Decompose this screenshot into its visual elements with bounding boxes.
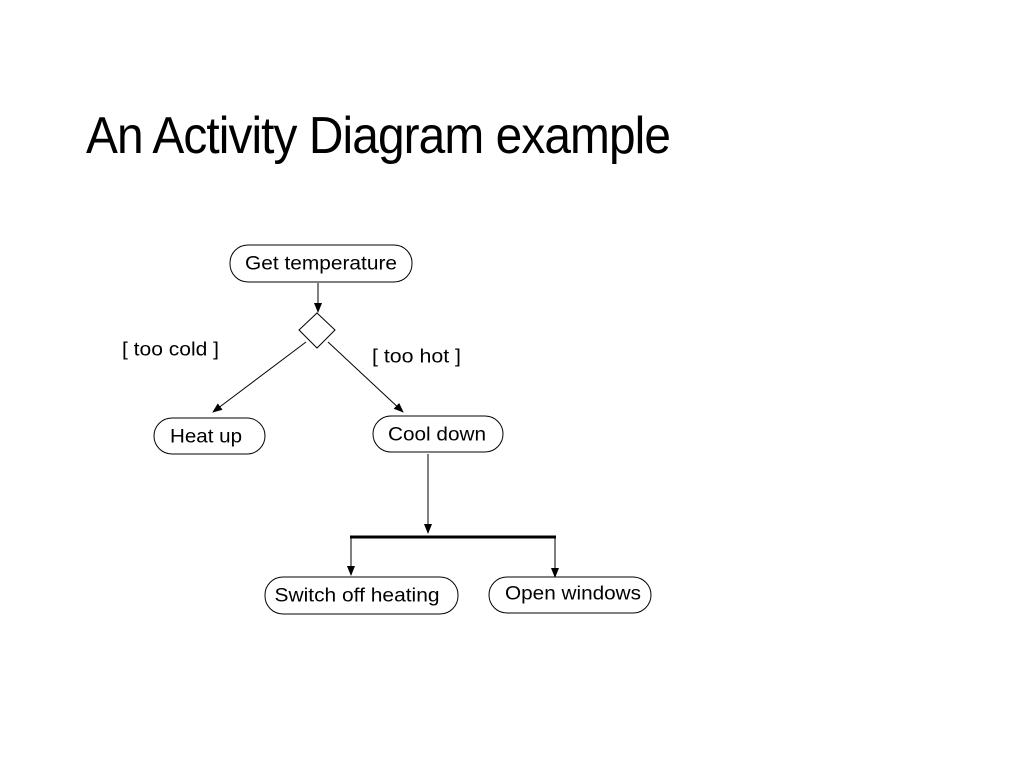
activity-switch-off-heating-box: [264, 576, 459, 615]
activity-open-windows: Open windows: [488, 576, 652, 614]
activity-open-windows-box: [488, 576, 652, 614]
activity-switch-off-heating-label: Switch off heating: [275, 586, 440, 607]
activity-switch-off-heating: Switch off heating: [264, 576, 459, 615]
activity-cool-down-box: [372, 415, 504, 453]
flow-decision-to-cool-down: [327, 341, 404, 413]
activity-get-temperature: Get temperature: [229, 244, 413, 283]
flow-decision-to-heat-up: [212, 341, 307, 413]
activity-heat-up-box: [153, 417, 266, 455]
decision-node: [298, 312, 336, 349]
activity-cool-down: Cool down: [372, 415, 504, 453]
activity-open-windows-label: Open windows: [505, 584, 641, 605]
activity-cool-down-label: Cool down: [388, 425, 486, 446]
activity-get-temperature-label: Get temperature: [245, 254, 397, 275]
activity-heat-up-label: Heat up: [170, 427, 242, 448]
activity-get-temperature-box: [229, 244, 413, 283]
guard-too-cold: [ too cold ]: [122, 340, 219, 361]
slide-title: An Activity Diagram example: [86, 107, 671, 165]
activity-heat-up: Heat up: [153, 417, 266, 455]
guard-too-hot: [ too hot ]: [372, 347, 461, 368]
